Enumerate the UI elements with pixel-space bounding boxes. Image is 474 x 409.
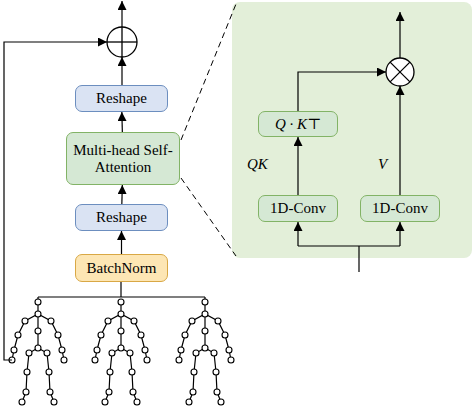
attention-box: Multi-head Self-Attention	[66, 132, 180, 185]
detail-panel	[232, 2, 472, 258]
add-symbol	[107, 27, 137, 57]
skeleton-figure	[92, 299, 150, 405]
arrow-line	[121, 57, 122, 85]
flow-arrow	[121, 112, 123, 132]
flow-label: V	[378, 156, 387, 173]
node-text: Q · K⊤	[275, 116, 321, 133]
arrow-line	[298, 72, 386, 111]
flow-label: QK	[247, 156, 268, 173]
skeleton-figure	[9, 299, 67, 405]
flow-arrow	[121, 185, 123, 204]
reshape-box: Reshape	[75, 85, 168, 112]
product-box: Q · K⊤	[258, 111, 338, 137]
skeleton-figure	[176, 299, 234, 405]
node-text: Reshape	[96, 90, 147, 107]
reshape-box: Reshape	[75, 204, 168, 231]
arrow-line	[399, 86, 400, 195]
output-arrow	[399, 12, 400, 58]
node-text: Multi-head Self-Attention	[71, 142, 175, 176]
node-text: Reshape	[96, 209, 147, 226]
node-text: BatchNorm	[87, 260, 157, 277]
norm-box: BatchNorm	[75, 254, 168, 282]
output-arrow	[121, 1, 122, 27]
multiply-symbol	[386, 58, 414, 86]
flow-arrow	[121, 231, 122, 254]
skeleton-bus	[38, 282, 205, 300]
zoom-lines	[181, 4, 236, 256]
conv-box: 1D-Conv	[360, 195, 440, 222]
conv-box: 1D-Conv	[258, 195, 338, 222]
node-text: 1D-Conv	[270, 200, 326, 217]
flow-arrow	[297, 137, 298, 195]
node-text: 1D-Conv	[372, 200, 428, 217]
input-split	[298, 222, 400, 272]
